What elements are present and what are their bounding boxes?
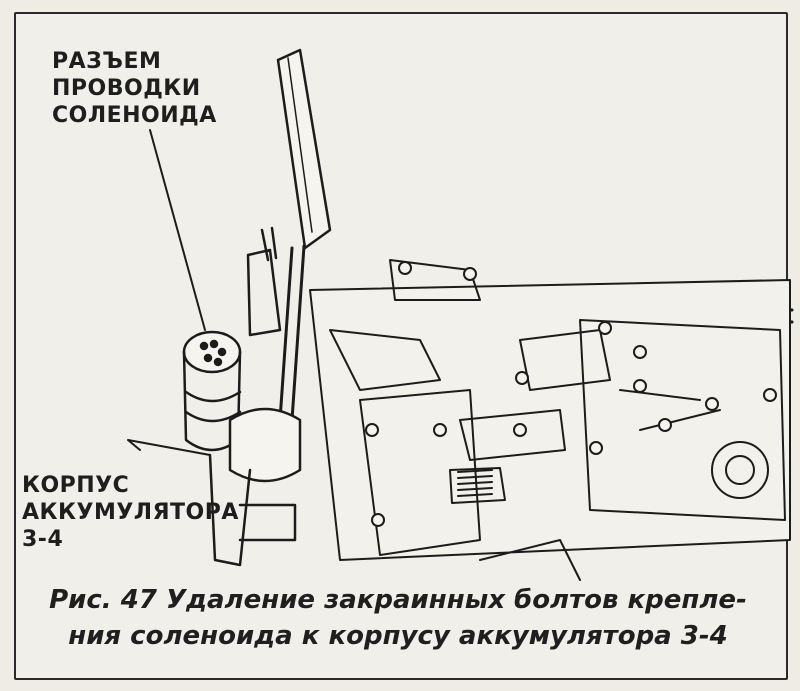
label-line: ПРОВОДКИ	[52, 76, 201, 101]
label-line: СОЛЕНОИДА	[52, 103, 217, 128]
caption-line: ния соленоида к корпусу аккумулятора 3-4	[68, 621, 728, 651]
screwdriver	[276, 48, 332, 422]
solenoid-connector-part	[182, 330, 242, 452]
bolts	[365, 261, 777, 527]
accumulator-housing-part	[208, 226, 302, 567]
label-line: РАЗЪЕМ	[52, 49, 162, 74]
label-line: АККУМУЛЯТОРА	[22, 500, 239, 525]
label-accumulator-housing: КОРПУС АККУМУЛЯТОРА 3-4	[22, 472, 239, 553]
leader-lines	[127, 129, 211, 456]
valve-body-part	[309, 259, 791, 581]
label-line: КОРПУС	[22, 473, 130, 498]
figure-caption: Рис. 47 Удаление закраинных болтов крепл…	[18, 582, 778, 654]
label-line: 3-4	[22, 527, 64, 552]
label-solenoid-connector: РАЗЪЕМ ПРОВОДКИ СОЛЕНОИДА	[52, 48, 217, 129]
caption-line: Рис. 47 Удаление закраинных болтов крепл…	[49, 585, 747, 615]
spring	[457, 469, 493, 497]
